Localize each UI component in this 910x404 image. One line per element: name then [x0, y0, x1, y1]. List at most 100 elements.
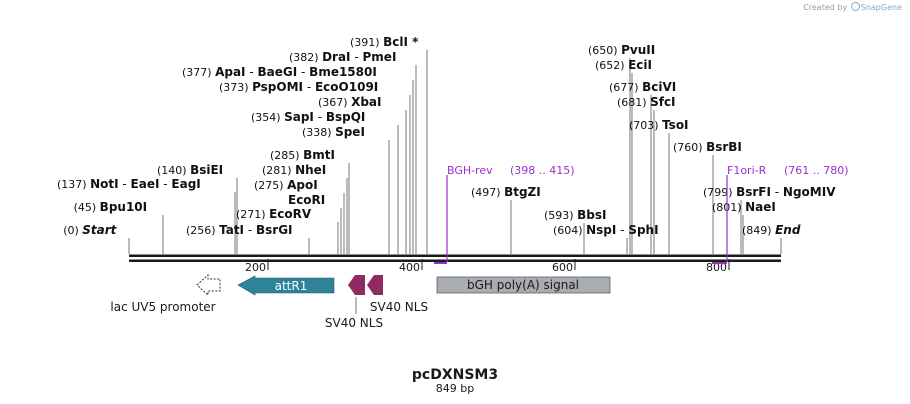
enzyme-name: BsrFI [736, 185, 771, 199]
feature-label: SV40 NLS [325, 316, 383, 330]
restriction-site-label[interactable]: (45) Bpu10I [74, 200, 148, 214]
site-position: (285) [270, 149, 303, 162]
enzyme-name: NotI [90, 177, 119, 191]
enzyme-name: EcoRI [288, 193, 325, 207]
enzyme-name: BclI * [383, 35, 419, 49]
restriction-site-label[interactable]: (0) Start [63, 223, 117, 237]
feature-label: bGH poly(A) signal [467, 278, 579, 292]
restriction-site-label[interactable]: (354) SapI - BspQI [251, 110, 365, 124]
enzyme-name: End [775, 223, 801, 237]
enzyme-name: PspOMI [252, 80, 303, 94]
site-position: (354) [251, 111, 284, 124]
feature-bgh-polya-signal[interactable]: bGH poly(A) signal [436, 276, 611, 294]
site-position: (137) [57, 178, 90, 191]
restriction-site-label[interactable]: (681) SfcI [617, 95, 676, 109]
restriction-site-label[interactable]: (367) XbaI [318, 95, 381, 109]
enzyme-name: NgoMIV [783, 185, 836, 199]
restriction-site-label[interactable]: (703) TsoI [629, 118, 689, 132]
feature-label: SV40 NLS [370, 300, 428, 314]
site-leaders [128, 50, 782, 254]
restriction-site-label[interactable]: (391) BclI * [350, 35, 419, 49]
restriction-site-label[interactable]: (652) EciI [595, 58, 652, 72]
site-separator: - [771, 185, 783, 199]
primer-range: (761 .. 780) [784, 164, 849, 177]
site-position: (593) [544, 209, 577, 222]
enzyme-name: PmeI [363, 50, 397, 64]
enzyme-name: BtgZI [504, 185, 541, 199]
feature-attr1[interactable]: attR1 [237, 275, 335, 296]
snapgene-logo-icon [850, 2, 860, 11]
enzyme-name: SpeI [335, 125, 365, 139]
enzyme-name: PvuII [621, 43, 655, 57]
enzyme-name: Bme1580I [309, 65, 377, 79]
small-arrow-left-icon [348, 275, 365, 295]
site-separator: - [616, 223, 628, 237]
restriction-site-label[interactable]: (593) BbsI [544, 208, 606, 222]
restriction-site-label[interactable]: (256) TatI - BsrGI [186, 223, 293, 237]
site-separator: - [119, 177, 131, 191]
restriction-site-label[interactable]: (285) BmtI [270, 148, 335, 162]
restriction-site-label[interactable]: (281) NheI [262, 163, 326, 177]
restriction-site-label[interactable]: (338) SpeI [302, 125, 365, 139]
enzyme-name: BciVI [642, 80, 676, 94]
site-position: (275) [254, 179, 287, 192]
restriction-site-label[interactable]: (801) NaeI [712, 200, 776, 214]
enzyme-name: BmtI [303, 148, 335, 162]
primer-bgh-rev[interactable]: BGH-rev (398 .. 415) [434, 164, 575, 264]
restriction-site-label[interactable]: (373) PspOMI - EcoO109I [219, 80, 378, 94]
restriction-site-label[interactable]: (849) End [742, 223, 801, 237]
enzyme-name: BsrBI [706, 140, 742, 154]
site-position: (703) [629, 119, 662, 132]
restriction-site-label[interactable]: (604) NspI - SphI [553, 223, 659, 237]
site-position: (140) [157, 164, 190, 177]
restriction-site-label[interactable]: (382) DraI - PmeI [289, 50, 396, 64]
restriction-site-label[interactable]: (271) EcoRV [236, 207, 312, 221]
site-position: (377) [182, 66, 215, 79]
site-separator: - [246, 65, 258, 79]
site-position: (677) [609, 81, 642, 94]
restriction-site-label[interactable]: (140) BsiEI [157, 163, 223, 177]
site-position: (256) [186, 224, 219, 237]
plasmid-length: 849 bp [436, 382, 474, 395]
enzyme-name: SphI [628, 223, 658, 237]
enzyme-name: EciI [628, 58, 652, 72]
restriction-site-label[interactable]: (760) BsrBI [673, 140, 742, 154]
feature-sv40-nls-b[interactable]: SV40 NLS [367, 275, 428, 314]
arrow-left-icon [237, 275, 335, 296]
site-position: (801) [712, 201, 745, 214]
enzyme-name: EaeI [131, 177, 160, 191]
restriction-site-label[interactable]: (497) BtgZI [471, 185, 541, 199]
feature-sv40-nls-a[interactable]: SV40 NLS [325, 275, 383, 330]
backbone-line-lower [129, 259, 781, 262]
site-position: (271) [236, 208, 269, 221]
restriction-site-label[interactable]: (377) ApaI - BaeGI - Bme1580I [182, 65, 377, 79]
restriction-site-label[interactable]: (137) NotI - EaeI - EagI [57, 177, 201, 191]
credit: Created by SnapGene [803, 2, 902, 12]
small-arrow-left-icon [367, 275, 383, 295]
feature-label: attR1 [275, 279, 308, 293]
enzyme-name: NspI [586, 223, 616, 237]
enzyme-name: Bpu10I [100, 200, 147, 214]
restriction-site-label[interactable]: (677) BciVI [609, 80, 676, 94]
restriction-site-label[interactable]: (799) BsrFI - NgoMIV [703, 185, 836, 199]
enzyme-name: EagI [171, 177, 200, 191]
restriction-site-label[interactable]: (275) ApoI [254, 178, 318, 192]
site-position: (650) [588, 44, 621, 57]
enzyme-name: BsrGI [256, 223, 293, 237]
restriction-site-label[interactable]: (650) PvuII [588, 43, 655, 57]
site-position: (652) [595, 59, 628, 72]
site-position: (849) [742, 224, 775, 237]
enzyme-name: DraI [322, 50, 350, 64]
enzyme-name: EcoRV [269, 207, 312, 221]
enzyme-name: SapI [284, 110, 314, 124]
site-position: (604) [553, 224, 586, 237]
site-position: (681) [617, 96, 650, 109]
scale-tick-label: 800 [706, 261, 727, 274]
feature-lac-uv5-promoter[interactable]: lac UV5 promoter [110, 273, 221, 314]
enzyme-name: EcoO109I [315, 80, 378, 94]
primer-f1ori-r[interactable]: F1ori-R (761 .. 780) [712, 164, 849, 264]
backbone-line [129, 254, 781, 257]
restriction-site-label[interactable]: EcoRI [288, 193, 325, 207]
